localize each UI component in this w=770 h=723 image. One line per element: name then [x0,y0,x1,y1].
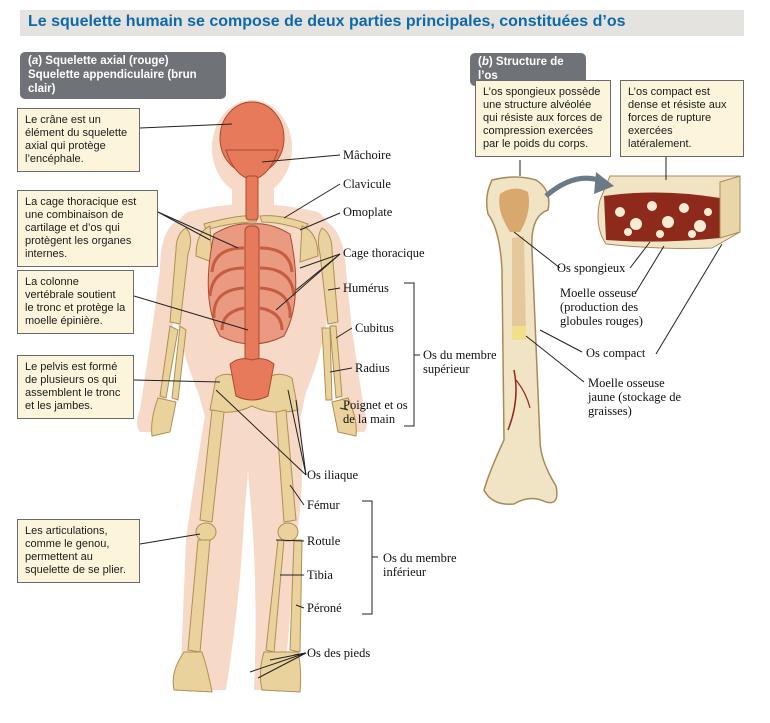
callout-os-compact: L’os compact est dense et résiste aux fo… [620,80,744,157]
long-bone [483,176,558,505]
label-membre-inferieur: Os du membre inférieur [383,551,457,579]
panel-a-letter: a [31,55,39,67]
panel-b-text: Structure de l’os [478,56,564,82]
label-humerus: Humérus [343,281,389,295]
zoom-arrowhead [594,172,614,194]
label-radius: Radius [355,361,390,375]
panel-b-letter: b [481,56,489,68]
label-femur: Fémur [307,498,340,512]
label-machoire: Mâchoire [343,148,391,162]
label-perone: Péroné [307,601,342,615]
label-cubitus: Cubitus [355,321,394,335]
label-os-iliaque: Os iliaque [307,468,359,482]
callout-colonne: La colonne vertébrale soutient le tronc … [17,270,134,334]
bone-section-closeup [597,175,741,249]
label-clavicule: Clavicule [343,177,391,191]
panel-a-line1: Squelette axial (rouge) [42,55,169,67]
label-os-compact: Os compact [586,346,646,360]
label-tibia: Tibia [307,568,333,582]
label-moelle-jaune: Moelle osseuse jaune (stockage de graiss… [588,376,682,418]
label-cage-thoracique: Cage thoracique [343,246,425,260]
callout-pelvis: Le pelvis est formé de plusieurs os qui … [17,355,134,419]
leader-lines-b [513,146,723,383]
label-omoplate: Omoplate [343,205,393,219]
leader-lines-a [133,123,420,679]
label-moelle-rouge: Moelle osseuse (production des globules … [560,286,643,328]
panel-a-line2: Squelette appendiculaire (brun clair) [28,69,197,95]
callout-crane: Le crâne est un élément du squelette axi… [17,108,140,172]
callout-os-spongieux: L’os spongieux possède une structure alv… [475,80,611,157]
label-membre-superieur: Os du membre supérieur [423,348,497,376]
label-poignet: Poignet et os de la main [343,398,408,426]
panel-a-label: (a) Squelette axial (rouge) Squelette ap… [20,52,226,99]
label-os-spongieux: Os spongieux [557,261,626,275]
label-rotule: Rotule [307,534,341,548]
label-os-des-pieds: Os des pieds [307,646,371,660]
figure-title: Le squelette humain se compose de deux p… [20,10,744,36]
ribs [208,246,296,331]
callout-articulations: Les articulations, comme le genou, perme… [17,519,140,583]
callout-cage-thoracique: La cage thoracique est une combinaison d… [17,190,158,267]
